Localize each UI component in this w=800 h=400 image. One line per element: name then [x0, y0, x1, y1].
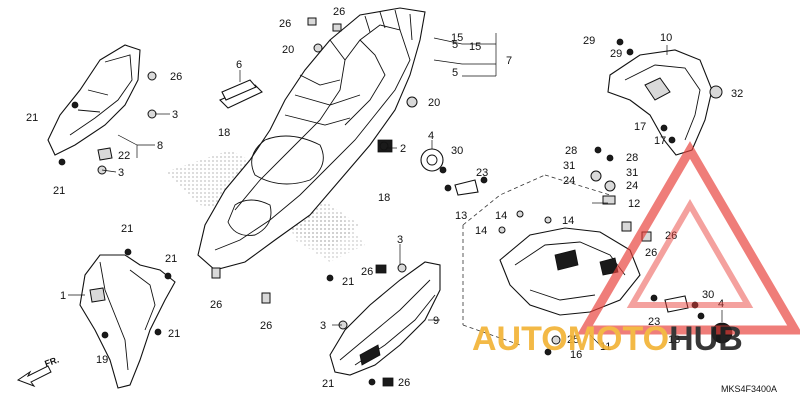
callout-18: 18	[378, 192, 390, 204]
callout-21: 21	[168, 328, 180, 340]
callout-17: 17	[654, 135, 666, 147]
callout-26: 26	[210, 299, 222, 311]
callout-14: 14	[495, 210, 507, 222]
svg-text:AUTOMOTOHUB: AUTOMOTOHUB	[472, 320, 743, 358]
watermark-text-moto: MOTO	[568, 320, 669, 358]
callout-14: 14	[475, 225, 487, 237]
callout-24: 24	[626, 180, 638, 192]
callout-21: 21	[165, 253, 177, 265]
callout-26: 26	[170, 71, 182, 83]
callout-5: 5	[452, 39, 458, 51]
inner-fender	[79, 254, 176, 389]
grommet-4	[420, 148, 444, 172]
callout-10: 10	[660, 32, 672, 44]
callout-3: 3	[320, 320, 326, 332]
front-direction-arrow: FR.	[16, 355, 60, 388]
callout-labels: 1 2 3 3 3 3 4 4 5 5 6 7 8 9 10 11 12 13 …	[26, 6, 743, 390]
callout-3: 3	[118, 167, 124, 179]
fasteners	[58, 17, 723, 387]
callout-3: 3	[397, 234, 403, 246]
callout-31: 31	[563, 160, 575, 172]
watermark-text-auto: AUTO	[472, 320, 568, 358]
callout-13: 13	[455, 210, 467, 222]
callout-12: 12	[628, 198, 640, 210]
callout-19: 19	[96, 354, 108, 366]
callout-22: 22	[118, 150, 130, 162]
callout-21: 21	[322, 378, 334, 390]
callout-26: 26	[645, 247, 657, 259]
callout-21: 21	[26, 112, 38, 124]
callout-20: 20	[428, 97, 440, 109]
callout-5: 5	[452, 67, 458, 79]
callout-26: 26	[333, 6, 345, 18]
watermark-triangle-icon	[577, 141, 800, 335]
callout-28: 28	[565, 145, 577, 157]
leader-lines	[68, 33, 723, 346]
callout-11: 11	[600, 341, 611, 353]
callout-4: 4	[718, 298, 724, 310]
watermark-text-hub: HUB	[669, 320, 743, 358]
callout-15: 15	[469, 41, 481, 53]
callout-21: 21	[121, 223, 133, 235]
assembly-dashed-box	[462, 174, 611, 346]
rear-fender-main	[197, 7, 426, 271]
callout-13: 13	[668, 334, 680, 346]
callout-7: 7	[506, 55, 512, 67]
left-side-panel	[47, 44, 141, 161]
callout-31: 31	[626, 167, 638, 179]
dotted-zone-2	[285, 210, 365, 262]
callout-23: 23	[648, 316, 660, 328]
callout-3: 3	[172, 109, 178, 121]
callout-29: 29	[610, 48, 622, 60]
callout-26: 26	[398, 377, 410, 389]
callout-29: 29	[583, 35, 595, 47]
callout-6: 6	[236, 59, 242, 71]
callout-4: 4	[428, 130, 434, 142]
lower-side-cover	[329, 261, 441, 376]
callout-23: 23	[476, 167, 488, 179]
callout-26: 26	[361, 266, 373, 278]
callout-30: 30	[451, 145, 463, 157]
callout-1: 1	[60, 290, 66, 302]
watermark-logo: AUTOMOTOHUB	[472, 141, 800, 358]
callout-25: 25	[567, 334, 579, 346]
callout-32: 32	[731, 88, 743, 100]
callout-21: 21	[53, 185, 65, 197]
callout-2: 2	[400, 143, 406, 155]
callout-17: 17	[634, 121, 646, 133]
diagram-code: MKS4F3400A	[721, 384, 777, 394]
callout-15: 15	[451, 32, 463, 44]
callout-21: 21	[342, 276, 354, 288]
callout-26: 26	[279, 18, 291, 30]
callout-20: 20	[282, 44, 294, 56]
callout-24: 24	[563, 175, 575, 187]
callout-30: 30	[702, 289, 714, 301]
callout-14: 14	[562, 215, 574, 227]
callout-26: 26	[260, 320, 272, 332]
callout-8: 8	[157, 140, 163, 152]
callout-16: 16	[570, 349, 582, 361]
front-direction-label: FR.	[43, 355, 60, 369]
callout-28: 28	[626, 152, 638, 164]
callout-18: 18	[218, 127, 230, 139]
callout-26: 26	[665, 230, 677, 242]
callout-9: 9	[433, 315, 439, 327]
